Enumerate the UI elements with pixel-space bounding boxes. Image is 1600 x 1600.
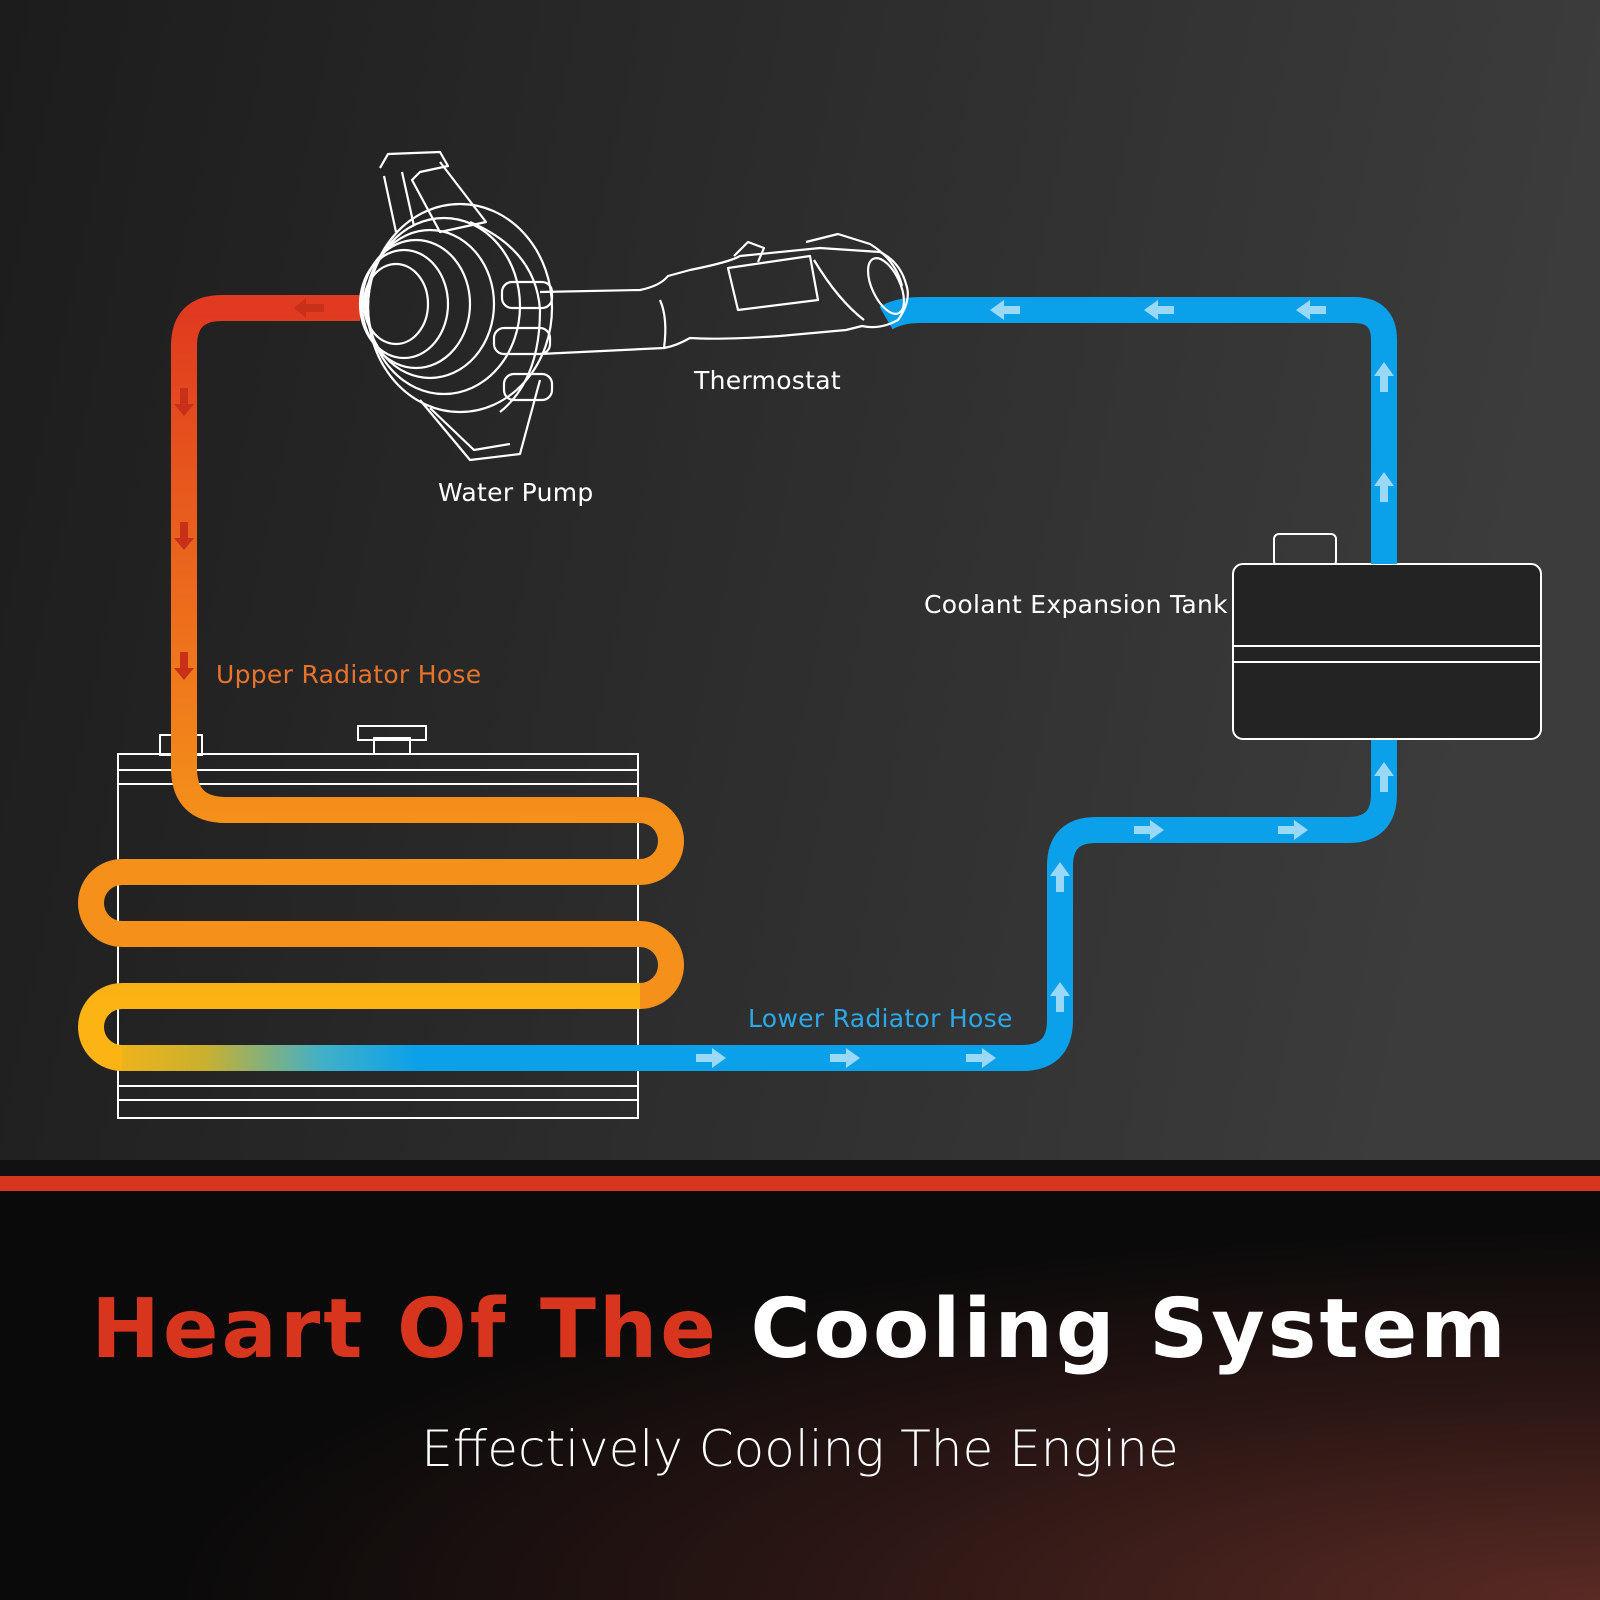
arrow-right-icon — [830, 1048, 860, 1068]
water-pump-label: Water Pump — [438, 478, 594, 507]
coolant-expansion-tank — [1232, 533, 1542, 740]
upper-radiator-hose — [78, 295, 684, 1009]
accent-divider — [0, 1176, 1600, 1191]
thermostat-icon — [539, 232, 909, 356]
page-title: Heart Of The Cooling System — [0, 1282, 1600, 1377]
arrow-left-icon — [294, 298, 324, 318]
subtitle: Effectively Cooling The Engine — [421, 1420, 1179, 1478]
arrow-up-icon — [1374, 762, 1394, 792]
arrow-down-icon — [174, 652, 194, 680]
arrow-left-icon — [990, 300, 1020, 320]
bottom-background — [0, 1185, 1600, 1600]
arrow-left-icon — [1296, 300, 1326, 320]
water-pump-icon — [358, 150, 554, 462]
arrow-down-icon — [174, 522, 194, 550]
radiator-cap — [357, 725, 427, 741]
cool-flow-arrows — [696, 300, 1394, 1068]
arrow-right-icon — [1134, 820, 1164, 840]
arrow-right-icon — [696, 1048, 726, 1068]
coolant-tank-label: Coolant Expansion Tank — [924, 590, 1228, 619]
hot-flow-arrows — [174, 298, 324, 680]
arrow-right-icon — [1278, 820, 1308, 840]
thermostat-label: Thermostat — [694, 366, 841, 395]
arrow-up-icon — [1374, 472, 1394, 502]
lower-radiator-hose — [122, 740, 1397, 1071]
radiator-core-coil — [78, 983, 640, 1071]
arrow-down-icon — [174, 388, 194, 416]
title-accent: Heart Of The — [91, 1282, 719, 1377]
arrow-left-icon — [1144, 300, 1174, 320]
lower-radiator-hose-label: Lower Radiator Hose — [748, 1004, 1013, 1033]
arrow-up-icon — [1050, 862, 1070, 892]
title-main: Cooling System — [750, 1282, 1509, 1377]
upper-radiator-hose-label: Upper Radiator Hose — [216, 660, 482, 689]
arrow-up-icon — [1050, 982, 1070, 1012]
arrow-right-icon — [966, 1048, 996, 1068]
arrow-up-icon — [1374, 362, 1394, 392]
